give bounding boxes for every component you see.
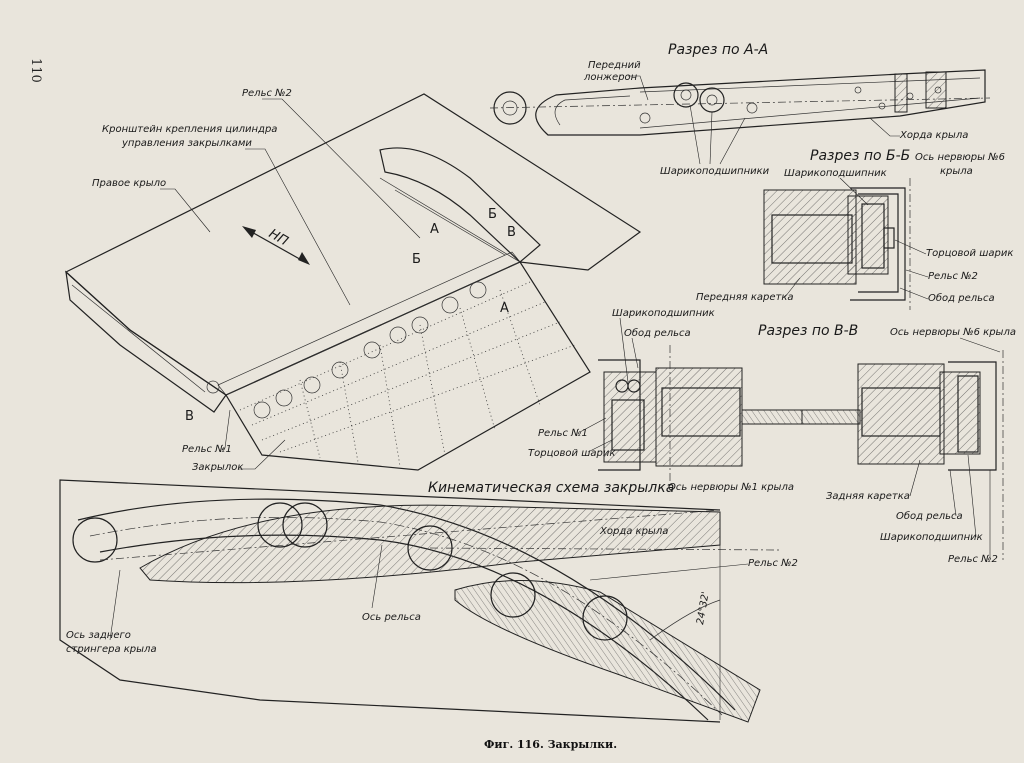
label-front-spar-2: лонжерон (583, 72, 638, 83)
label-cylinder-bracket-2: управления закрылками (121, 138, 252, 149)
label-angle: 24°32' (695, 591, 712, 626)
figure-caption: Фиг. 116. Закрылки. (484, 738, 617, 751)
label-end-ball-bb: Торцовой шарик (926, 248, 1013, 259)
section-aa: Разрез по А-А Передний лонжерон Хорда кр… (489, 42, 991, 177)
flap-rivet-grid (239, 281, 576, 467)
label-front-carriage: Передняя каретка (696, 292, 794, 303)
label-rail-2-kin: Рельс №2 (748, 558, 798, 569)
label-rib6-axis-bb-1: Ось нервюры №6 (915, 152, 1005, 163)
label-bearings-aa: Шарикоподшипники (660, 166, 770, 177)
flap-holes (253, 281, 487, 419)
page-number: 110 (28, 58, 43, 83)
label-rail-rim-vv-bottom: Обод рельса (896, 510, 963, 522)
label-bearing-vv-bottom: Шарикоподшипник (880, 532, 983, 543)
label-rear-carriage: Задняя каретка (826, 491, 910, 502)
label-bearing-vv: Шарикоподшипник (612, 308, 715, 319)
mark-b2: Б (488, 207, 497, 222)
label-rib6-axis-bb-2: крыла (940, 166, 973, 177)
kinematic-scheme: Кинематическая схема закрылка 24°32' Хор… (59, 479, 798, 723)
mark-a1: А (430, 222, 439, 237)
label-rear-stringer-2: стрингера крыла (66, 644, 157, 655)
label-flap: Закрылок (192, 462, 243, 473)
label-rib1-axis-vv: Ось нервюры №1 крыла (668, 482, 794, 493)
mark-b1: Б (412, 252, 421, 267)
label-rail-rim-vv-top: Обод рельса (624, 327, 691, 339)
label-rail-rim-bb: Обод рельса (928, 292, 995, 304)
label-rear-stringer-1: Ось заднего (66, 630, 131, 641)
mark-a2: А (500, 301, 509, 316)
label-cylinder-bracket-1: Кронштейн крепления цилиндра (102, 124, 277, 135)
label-rail-2-top: Рельс №2 (242, 88, 292, 99)
kinematic-title: Кинематическая схема закрылка (428, 480, 674, 496)
label-np: НП (266, 226, 291, 249)
label-wing-chord-aa: Хорда крыла (899, 130, 968, 141)
section-vv-title: Разрез по В-В (758, 323, 858, 339)
label-rib6-axis-vv: Ось нервюры №6 крыла (890, 327, 1016, 338)
section-bb-title: Разрез по Б-Б (810, 148, 910, 164)
section-vv: Разрез по В-В Шарикоподшипник Обод рельс… (528, 308, 1016, 565)
section-bb: Разрез по Б-Б Ось нервюры №6 крыла Шарик… (696, 148, 1013, 310)
label-end-ball-vv: Торцовой шарик (528, 448, 615, 459)
label-bearing-bb: Шарикоподшипник (784, 168, 887, 179)
label-wing-chord-kin: Хорда крыла (599, 526, 668, 537)
mark-v2: В (185, 409, 194, 424)
label-rail-1-vv: Рельс №1 (538, 428, 588, 439)
label-front-spar-1: Передний (588, 60, 641, 71)
label-rail-axis: Ось рельса (362, 612, 421, 623)
label-rail-2-bb: Рельс №2 (928, 271, 978, 282)
mark-v1: В (507, 225, 516, 240)
section-aa-title: Разрез по А-А (668, 42, 768, 58)
label-right-wing: Правое крыло (92, 178, 166, 189)
label-rail-1: Рельс №1 (182, 444, 232, 455)
label-rail-2-vv: Рельс №2 (948, 554, 998, 565)
wing-perspective-view: НП Б А Б В А В Рельс №2 Кронштейн крепле… (64, 88, 642, 473)
